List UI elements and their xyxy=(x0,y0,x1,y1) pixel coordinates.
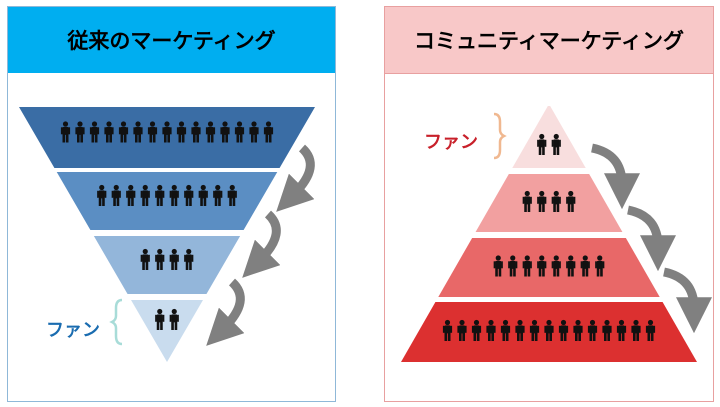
community-down-arrow-1 xyxy=(590,143,640,210)
traditional-flow-arrows xyxy=(206,144,315,346)
community-flow-arrows xyxy=(590,143,712,334)
traditional-layer-2 xyxy=(56,172,278,230)
right-fan-label: ファン xyxy=(424,132,478,153)
traditional-down-arrow-1 xyxy=(276,144,315,212)
community-down-arrow-3 xyxy=(662,267,712,334)
community-layer-1 xyxy=(512,106,586,168)
traditional-down-arrow-3 xyxy=(206,278,245,346)
traditional-funnel xyxy=(19,107,315,362)
traditional-marketing-panel: 従来のマーケティング xyxy=(7,6,336,402)
traditional-layer-4 xyxy=(131,300,203,362)
community-layer-2 xyxy=(475,174,623,232)
traditional-down-arrow-2 xyxy=(242,210,281,278)
community-marketing-panel: コミュニティマーケティング xyxy=(384,6,714,402)
traditional-layer-3 xyxy=(93,236,241,294)
left-fan-label: ファン xyxy=(46,320,100,341)
community-down-arrow-2 xyxy=(626,205,676,272)
community-layer-3 xyxy=(438,238,660,297)
community-pyramid xyxy=(401,106,697,362)
community-marketing-title: コミュニティマーケティング xyxy=(385,7,713,74)
traditional-marketing-title: 従来のマーケティング xyxy=(8,7,335,73)
right-fan-brace xyxy=(493,112,507,160)
left-fan-brace xyxy=(109,298,123,346)
